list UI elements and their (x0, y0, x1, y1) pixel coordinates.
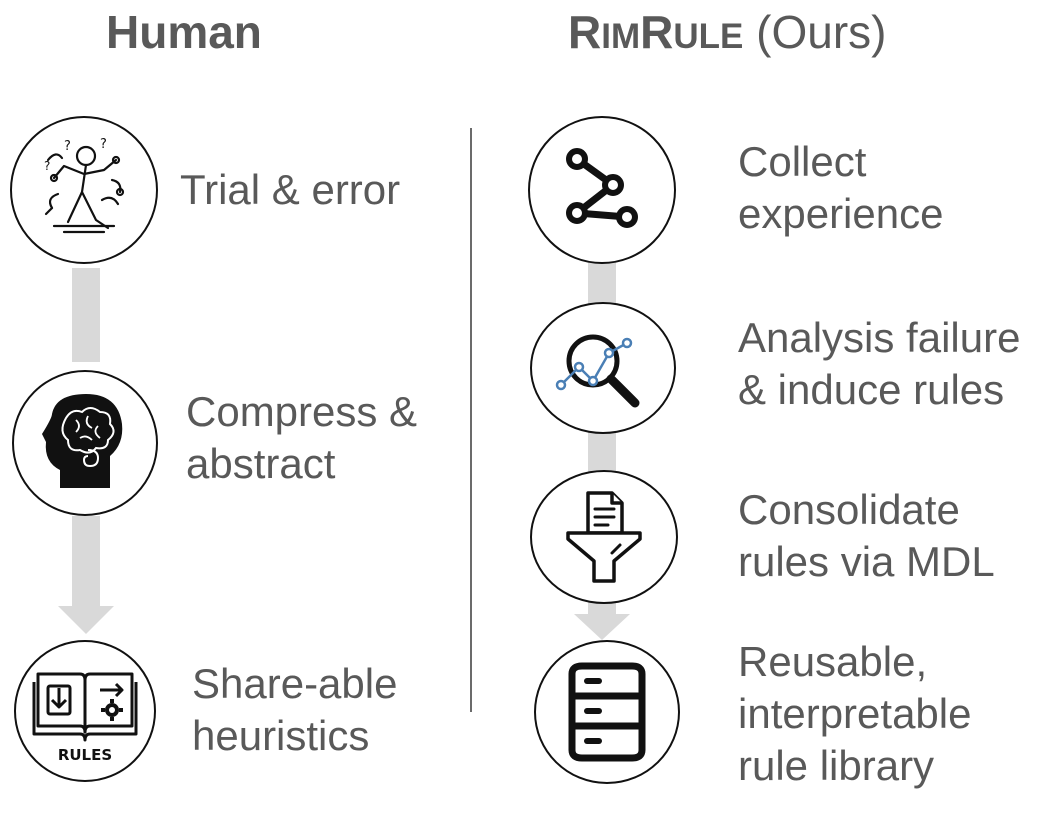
rimrule-title-r2: R (640, 6, 674, 58)
rimrule-step-4-line-1: Reusable, (738, 638, 928, 685)
rimrule-step-3-circle (530, 470, 678, 604)
trial-error-icon: ? ? ? (44, 137, 125, 234)
path-graph-icon (566, 148, 638, 228)
rimrule-step-1-label: Collect experience (738, 136, 943, 240)
rimrule-step-4-circle (534, 640, 680, 784)
human-step-2-label: Compress & abstract (186, 386, 417, 490)
human-arrowhead (58, 606, 114, 634)
human-step-1-label: Trial & error (180, 164, 400, 216)
rimrule-connector-1 (588, 258, 616, 304)
human-connector-1 (72, 268, 100, 362)
rimrule-connector-2 (588, 430, 616, 472)
human-connector-2 (72, 516, 100, 608)
rimrule-step-1-line-2: experience (738, 190, 944, 237)
human-step-1-line-1: Trial & error (180, 166, 401, 213)
human-step-2-line-2: abstract (186, 440, 336, 487)
rimrule-step-4-label: Reusable, interpretable rule library (738, 636, 971, 792)
svg-text:?: ? (64, 139, 71, 154)
rimrule-title-r1: R (568, 6, 602, 58)
human-step-1-circle: ? ? ? (10, 116, 158, 264)
rimrule-step-3-line-2: rules via MDL (738, 538, 995, 585)
rules-book-icon: RULES (32, 672, 138, 764)
human-title: Human (106, 6, 262, 58)
rimrule-step-1-circle (528, 116, 676, 264)
database-icon (568, 662, 646, 762)
rimrule-title-ule: ULE (673, 17, 744, 56)
human-step-3-label: Share-able heuristics (192, 658, 397, 762)
rimrule-step-2-line-2: & induce rules (738, 366, 1005, 413)
rimrule-step-2-label: Analysis failure & induce rules (738, 312, 1020, 416)
rules-book-caption: RULES (58, 746, 112, 764)
magnifier-chart-icon (555, 334, 640, 408)
rimrule-step-1-line-1: Collect (738, 138, 867, 185)
rimrule-arrowhead (574, 614, 630, 640)
column-divider (470, 128, 472, 712)
rimrule-connector-3 (588, 600, 616, 616)
rimrule-title-ours: (Ours) (743, 6, 887, 58)
rimrule-step-2-circle (530, 302, 676, 434)
rimrule-step-3-line-1: Consolidate (738, 486, 960, 533)
human-step-3-circle: RULES (14, 640, 156, 782)
rimrule-title: RIMRULE (Ours) (568, 4, 886, 65)
svg-text:?: ? (44, 159, 50, 173)
human-step-3-line-2: heuristics (192, 712, 370, 759)
funnel-document-icon (566, 491, 642, 583)
human-step-2-circle (12, 370, 158, 516)
rimrule-step-4-line-2: interpretable (738, 690, 972, 737)
human-step-2-line-1: Compress & (186, 388, 418, 435)
brain-head-icon (42, 394, 123, 488)
rimrule-title-im: IM (601, 17, 641, 56)
rimrule-step-3-label: Consolidate rules via MDL (738, 484, 995, 588)
svg-text:?: ? (100, 137, 107, 152)
rimrule-step-2-line-1: Analysis failure (738, 314, 1021, 361)
human-step-3-line-1: Share-able (192, 660, 398, 707)
rimrule-step-4-line-3: rule library (738, 742, 935, 789)
